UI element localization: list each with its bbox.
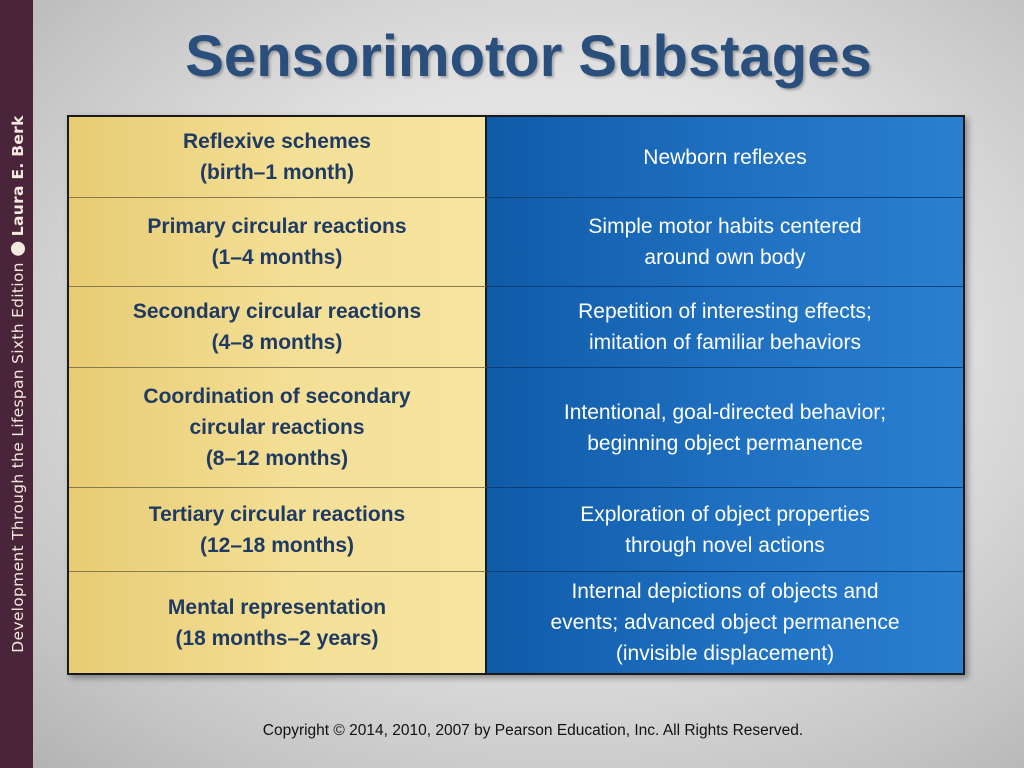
stage-text: Primary circular reactions (1–4 months)	[147, 215, 407, 269]
description-cell: Simple motor habits centered around own …	[487, 198, 963, 287]
stage-text: Secondary circular reactions (4–8 months…	[132, 300, 422, 354]
stage-cell: Secondary circular reactions (4–8 months…	[69, 287, 487, 368]
stage-cell: Reflexive schemes (birth–1 month)	[69, 117, 487, 198]
stage-cell: Coordination of secondary circular react…	[69, 368, 487, 488]
slide-title: Sensorimotor Substages	[185, 24, 872, 89]
book-title: Development Through the Lifespan Sixth E…	[9, 262, 27, 653]
stage-text: Mental representation (18 months–2 years…	[167, 595, 387, 650]
description-cell: Intentional, goal-directed behavior; beg…	[487, 368, 963, 488]
description-text: Repetition of interesting effects; imita…	[578, 300, 872, 354]
stage-text: Reflexive schemes (birth–1 month)	[183, 130, 371, 184]
bullet-dot-icon	[11, 242, 25, 257]
description-cell: Repetition of interesting effects; imita…	[487, 287, 963, 368]
stage-text: Tertiary circular reactions (12–18 month…	[148, 502, 406, 557]
substages-table: Reflexive schemes (birth–1 month) Newbor…	[67, 115, 965, 675]
sidebar: Development Through the Lifespan Sixth E…	[0, 0, 33, 768]
description-cell: Exploration of object properties through…	[487, 488, 963, 572]
sidebar-caption: Development Through the Lifespan Sixth E…	[9, 115, 27, 652]
description-text: Exploration of object properties through…	[580, 502, 870, 557]
author-name: Laura E. Berk	[9, 115, 27, 237]
description-text: Internal depictions of objects and event…	[550, 580, 900, 665]
stage-cell: Mental representation (18 months–2 years…	[69, 572, 487, 673]
stage-cell: Primary circular reactions (1–4 months)	[69, 198, 487, 287]
stage-text: Coordination of secondary circular react…	[143, 385, 411, 470]
description-text: Simple motor habits centered around own …	[588, 215, 862, 269]
stage-cell: Tertiary circular reactions (12–18 month…	[69, 488, 487, 572]
description-cell: Newborn reflexes	[487, 117, 963, 198]
description-text: Intentional, goal-directed behavior; beg…	[563, 400, 887, 455]
description-text: Newborn reflexes	[643, 145, 807, 169]
copyright-notice: Copyright © 2014, 2010, 2007 by Pearson …	[262, 722, 804, 739]
description-cell: Internal depictions of objects and event…	[487, 572, 963, 673]
